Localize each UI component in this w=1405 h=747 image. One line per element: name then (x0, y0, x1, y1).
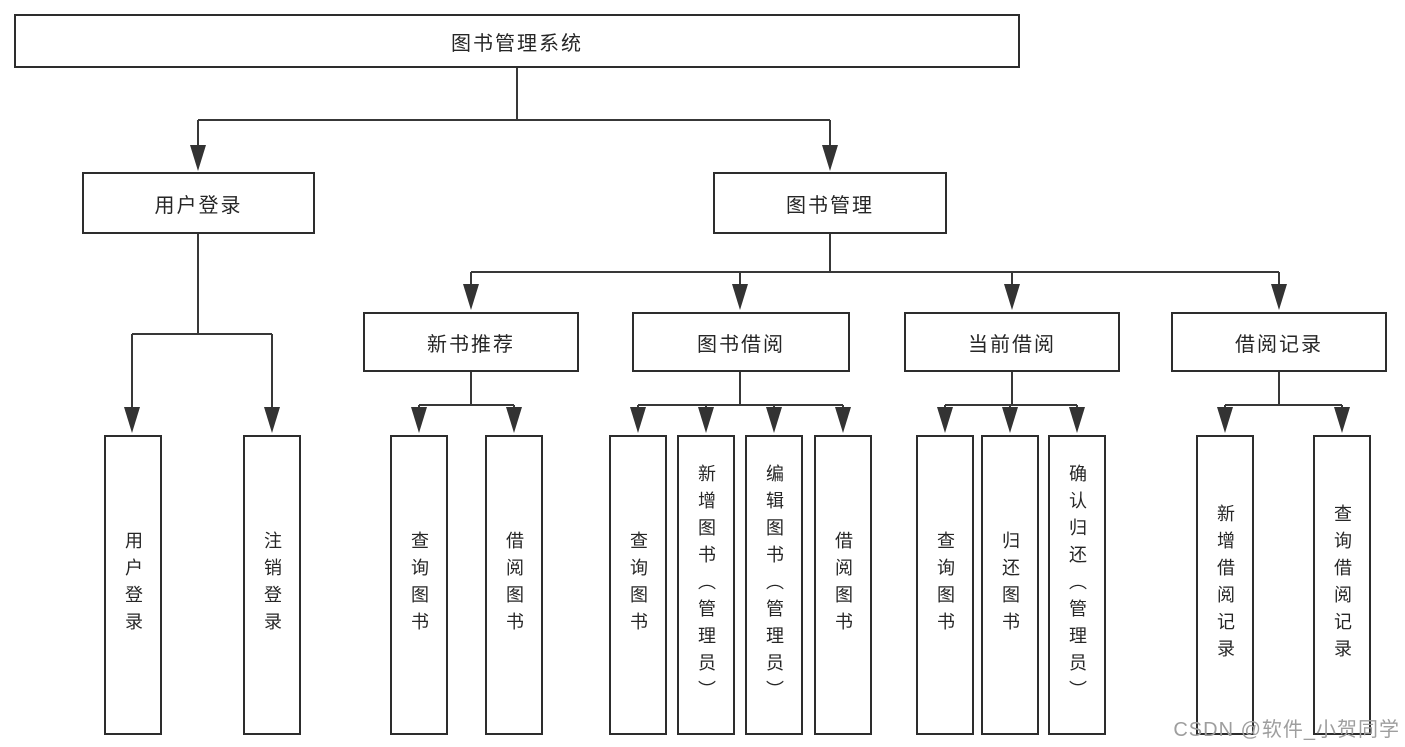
node-leaf-query-book-2: 查询图书 (609, 435, 667, 735)
node-root-system: 图书管理系统 (14, 14, 1020, 68)
node-borrow-record: 借阅记录 (1171, 312, 1387, 372)
node-new-book-recommend: 新书推荐 (363, 312, 579, 372)
node-leaf-add-borrow-record: 新增借阅记录 (1196, 435, 1254, 735)
node-leaf-borrow-book-2: 借阅图书 (814, 435, 872, 735)
node-leaf-user-login: 用户登录 (104, 435, 162, 735)
node-user-login-module: 用户登录 (82, 172, 315, 234)
node-leaf-query-book-3: 查询图书 (916, 435, 974, 735)
node-leaf-confirm-return-admin: 确认归还（管理员） (1048, 435, 1106, 735)
node-leaf-return-book: 归还图书 (981, 435, 1039, 735)
node-leaf-edit-book-admin: 编辑图书（管理员） (745, 435, 803, 735)
node-book-management-module: 图书管理 (713, 172, 947, 234)
node-leaf-query-borrow-record: 查询借阅记录 (1313, 435, 1371, 735)
node-current-borrow: 当前借阅 (904, 312, 1120, 372)
node-leaf-query-book-1: 查询图书 (390, 435, 448, 735)
node-leaf-add-book-admin: 新增图书（管理员） (677, 435, 735, 735)
node-book-borrow: 图书借阅 (632, 312, 850, 372)
node-leaf-logout: 注销登录 (243, 435, 301, 735)
csdn-watermark: CSDN @软件_小贺同学 (1173, 719, 1400, 741)
node-leaf-borrow-book-1: 借阅图书 (485, 435, 543, 735)
